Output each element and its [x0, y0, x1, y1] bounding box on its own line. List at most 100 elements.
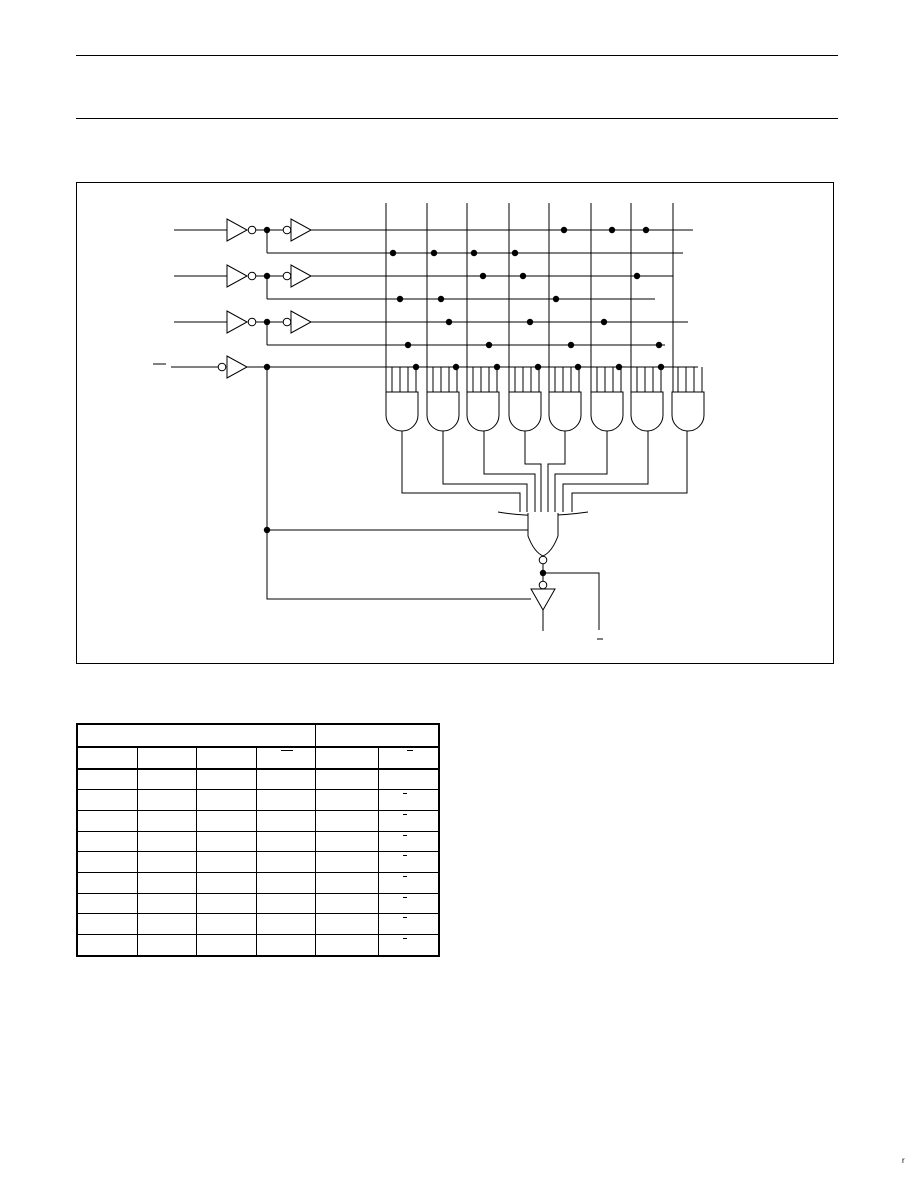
- junction-dot: [608, 226, 616, 234]
- junction-dot: [445, 318, 453, 326]
- table-cell: [377, 913, 440, 936]
- gate-output-2: [442, 431, 528, 512]
- enable-buffer: [226, 355, 249, 379]
- enable-route-buffer: [266, 367, 531, 600]
- table-cell: [136, 872, 197, 894]
- gate-output-4: [524, 431, 542, 512]
- table-cell: [377, 789, 440, 811]
- table-cell: [76, 809, 138, 832]
- table-cell: [255, 851, 316, 874]
- table-group-row: [76, 723, 440, 748]
- table-cell: [377, 934, 440, 957]
- table-cell: [314, 892, 379, 915]
- header-rule-top: [76, 55, 838, 56]
- diagram-frame: [76, 182, 834, 664]
- wires: [153, 203, 703, 640]
- table-cell: [136, 892, 197, 915]
- input-buffer: [226, 310, 249, 334]
- table-cell: [195, 872, 257, 894]
- inverter-bubble: [247, 317, 257, 327]
- junction-dot: [539, 569, 547, 577]
- junction-dot: [396, 295, 404, 303]
- table-cell: [136, 851, 197, 874]
- junction-dot: [263, 526, 271, 534]
- table-cell: [377, 872, 440, 894]
- table-header-row: [76, 746, 440, 770]
- junction-dot: [526, 318, 534, 326]
- outputs-group-cell: [314, 723, 440, 748]
- junction-dot: [552, 295, 560, 303]
- inverter-bubble: [247, 271, 257, 281]
- inputs-group-cell: [76, 723, 316, 748]
- cell-overbar: [402, 917, 407, 919]
- table-cell: [314, 830, 379, 853]
- junction-dot: [574, 363, 582, 371]
- gate-output-8: [571, 431, 688, 512]
- output-three-state-buffer: [530, 588, 556, 612]
- function-table: [76, 723, 440, 957]
- table-row: [76, 913, 440, 936]
- cell-overbar: [402, 876, 407, 878]
- junction-dot: [600, 318, 608, 326]
- gate-output-7: [562, 431, 649, 512]
- cell-overbar: [402, 813, 407, 815]
- junction-dot: [567, 341, 575, 349]
- table-cell: [377, 830, 440, 853]
- gate-output-5: [547, 431, 566, 512]
- junction-dot: [655, 341, 663, 349]
- junction-dot: [519, 272, 527, 280]
- junction-dot: [470, 249, 478, 257]
- cell-overbar: [402, 938, 407, 940]
- table-body: [76, 723, 440, 957]
- true-buffer: [290, 218, 313, 242]
- table-cell: [136, 934, 197, 957]
- table-cell: [195, 913, 257, 936]
- table-header-cell: [195, 746, 257, 770]
- and-gate: [426, 391, 460, 432]
- junction-dot: [263, 318, 271, 326]
- junction-dot: [389, 249, 397, 257]
- table-row: [76, 809, 440, 832]
- output-overbar: [406, 749, 413, 751]
- table-row: [76, 789, 440, 811]
- table-cell: [136, 830, 197, 853]
- table-cell: [377, 851, 440, 874]
- table-cell: [76, 768, 138, 791]
- inverter-bubble: [282, 271, 292, 281]
- enable-overbar: [280, 749, 293, 751]
- table-cell: [136, 789, 197, 811]
- table-cell: [195, 768, 257, 791]
- table-header-cell: [76, 746, 138, 770]
- table-header-cell: [377, 746, 440, 770]
- table-cell: [195, 892, 257, 915]
- cell-overbar: [402, 855, 407, 857]
- junction-dot: [404, 341, 412, 349]
- and-gate: [630, 391, 664, 432]
- true-buffer: [290, 310, 313, 334]
- cell-overbar: [402, 793, 407, 795]
- table-cell: [314, 913, 379, 936]
- table-cell: [314, 851, 379, 874]
- junction-dots: [263, 226, 665, 577]
- table-cell: [377, 768, 440, 791]
- and-gate: [466, 391, 500, 432]
- cell-overbar: [402, 834, 407, 836]
- table-cell: [195, 830, 257, 853]
- table-cell: [195, 789, 257, 811]
- gate-output-3: [483, 431, 536, 512]
- table-cell: [76, 892, 138, 915]
- table-cell: [255, 913, 316, 936]
- table-row: [76, 768, 440, 791]
- table-cell: [76, 830, 138, 853]
- table-cell: [314, 768, 379, 791]
- table-cell: [377, 892, 440, 915]
- junction-dot: [263, 226, 271, 234]
- table-header-cell: [314, 746, 379, 770]
- junction-dot: [479, 272, 487, 280]
- and-gate: [548, 391, 582, 432]
- and-gate: [385, 391, 419, 432]
- table-row: [76, 872, 440, 894]
- junction-dot: [430, 249, 438, 257]
- junction-dot: [485, 341, 493, 349]
- inverter-bubble: [282, 225, 292, 235]
